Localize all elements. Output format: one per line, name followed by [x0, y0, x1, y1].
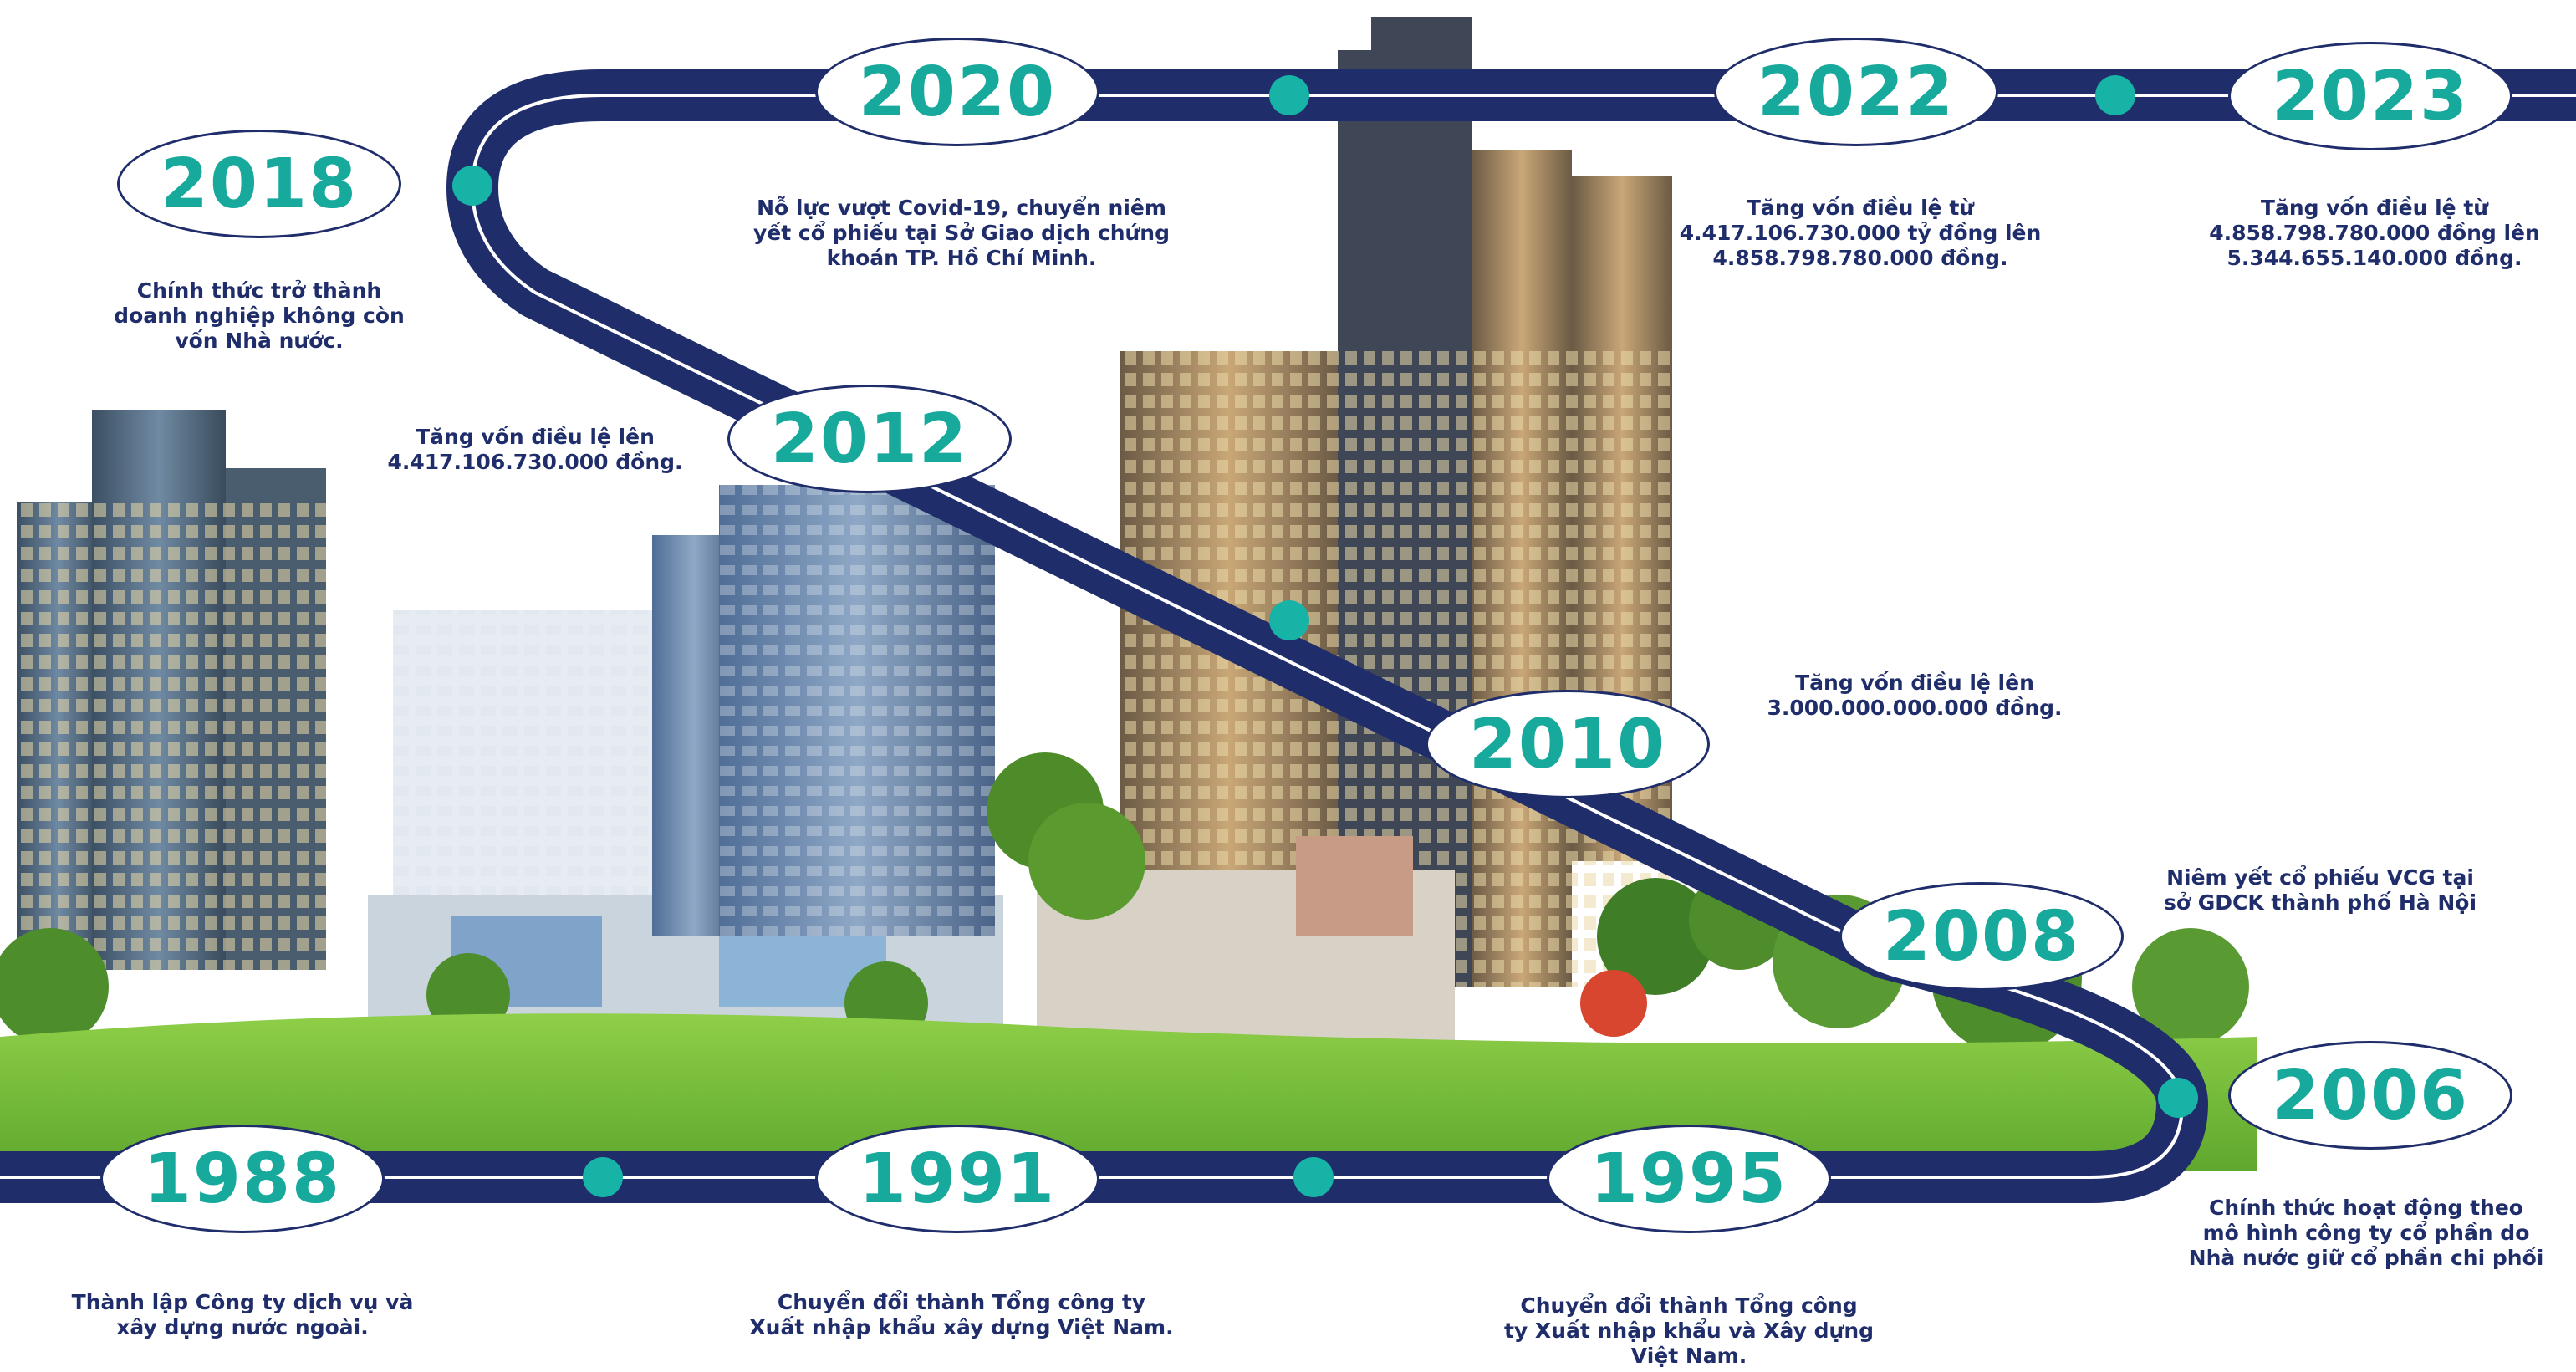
timeline-dot — [2158, 1078, 2198, 1118]
timeline-dot — [452, 166, 492, 206]
year-badge-2018: 2018 — [117, 130, 401, 238]
milestone-text-2020: Nỗ lực vượt Covid-19, chuyển niêm yết cổ… — [752, 196, 1171, 270]
milestone-text-1991: Chuyển đổi thành Tổng công ty Xuất nhập … — [749, 1290, 1174, 1339]
milestone-text-2012: Tăng vốn điều lệ lên 4.417.106.730.000 đ… — [387, 425, 683, 474]
tree-illustration — [0, 752, 2249, 1053]
milestone-text-2008: Niêm yết cổ phiếu VCG tại sở GDCK thành … — [2163, 865, 2477, 915]
milestone-text-2023: Tăng vốn điều lệ từ 4.858.798.780.000 đồ… — [2209, 196, 2540, 270]
year-badge-2023: 2023 — [2228, 42, 2512, 150]
milestone-text-2010: Tăng vốn điều lệ lên 3.000.000.000.000 đ… — [1767, 671, 2063, 720]
milestone-text-1988: Thành lập Công ty dịch vụ và xây dựng nư… — [71, 1290, 414, 1339]
timeline-dot — [1269, 75, 1309, 115]
timeline-dot — [1269, 600, 1309, 640]
timeline-dot — [583, 1157, 623, 1197]
milestone-text-2006: Chính thức hoạt động theo mô hình công t… — [2188, 1196, 2544, 1270]
milestone-text-2022: Tăng vốn điều lệ từ 4.417.106.730.000 tỷ… — [1679, 196, 2042, 270]
milestone-text-1995: Chuyển đổi thành Tổng công ty Xuất nhập … — [1503, 1293, 1875, 1368]
building-left-illustration — [17, 410, 326, 970]
timeline-dot — [1293, 1157, 1334, 1197]
year-badge-2006: 2006 — [2228, 1041, 2512, 1150]
year-badge-2012: 2012 — [727, 385, 1012, 493]
timeline-dot — [2095, 75, 2135, 115]
building-main-tower-illustration — [1037, 17, 1672, 1053]
year-badge-2010: 2010 — [1426, 690, 1710, 798]
year-badge-2022: 2022 — [1714, 38, 1998, 146]
milestone-text-2018: Chính thức trở thành doanh nghiệp không … — [114, 278, 405, 353]
year-badge-1995: 1995 — [1547, 1125, 1831, 1233]
year-badge-1991: 1991 — [815, 1125, 1099, 1233]
building-glass-tower-illustration — [652, 485, 995, 936]
year-badge-2020: 2020 — [815, 38, 1099, 146]
year-badge-1988: 1988 — [100, 1125, 385, 1233]
year-badge-2008: 2008 — [1839, 882, 2124, 991]
